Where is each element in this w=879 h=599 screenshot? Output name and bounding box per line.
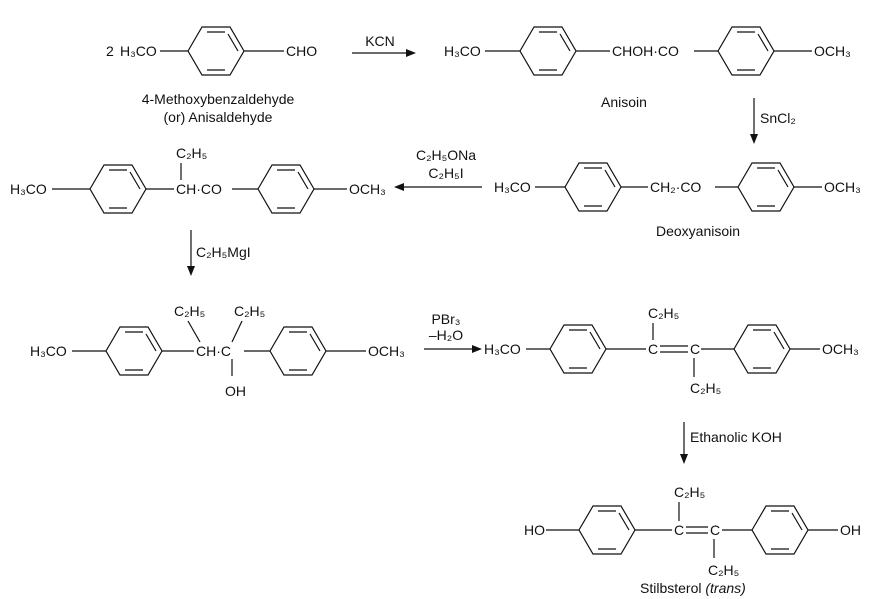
- hydroxy-left-label: HO: [524, 522, 545, 538]
- ethyl-bottom-label: C₂H₅: [690, 380, 721, 396]
- reaction-arrow-alkylation: C₂H₅ONa C₂H₅I: [394, 147, 482, 191]
- reagent-ethanolic-koh: Ethanolic KOH: [690, 429, 782, 445]
- ethyl-substituent-2-label: C₂H₅: [234, 303, 265, 319]
- carbinol-structure: H₃CO CH·C C₂H₅ C₂H₅ OH OCH₃: [30, 303, 405, 399]
- anisoin-linker-label: CHOH·CO: [612, 43, 679, 59]
- benzene-ring: [564, 162, 622, 212]
- methoxy-right-label: OCH₃: [824, 179, 861, 195]
- ethyl-bottom-label: C₂H₅: [708, 562, 739, 578]
- aldehyde-label: CHO: [286, 43, 317, 59]
- benzene-ring: [105, 326, 163, 376]
- carbinol-linker-label: CH·C: [196, 343, 231, 359]
- alkene-carbon-left: C: [648, 341, 658, 357]
- methoxy-right-label: OCH₃: [822, 341, 859, 357]
- methoxy-left-label: H₃CO: [484, 341, 521, 357]
- ethyl-ketone-structure: H₃CO CH·CO C₂H₅ OCH₃: [10, 145, 386, 214]
- reagent-minus-water: –H₂O: [429, 327, 463, 343]
- deoxyanisoin-name: Deoxyanisoin: [656, 223, 740, 239]
- ethyl-ketone-linker-label: CH·CO: [176, 181, 222, 197]
- methoxy-left-label: H₃CO: [30, 343, 67, 359]
- benzene-ring: [717, 26, 775, 76]
- benzene-ring: [578, 505, 636, 555]
- methoxy-right-label: OCH₃: [349, 181, 386, 197]
- benzene-ring: [187, 26, 245, 76]
- ethyl-top-label: C₂H₅: [674, 484, 705, 500]
- benzene-ring: [751, 505, 809, 555]
- deoxyanisoin-linker-label: CH₂·CO: [650, 179, 701, 195]
- hydroxy-right-label: OH: [840, 522, 861, 538]
- benzene-ring: [269, 326, 327, 376]
- methoxy-left-label: H₃CO: [444, 43, 481, 59]
- stilbestrol-name: Stilbsterol (trans): [640, 580, 746, 596]
- methoxy-left-label: H₃CO: [120, 43, 157, 59]
- reaction-arrow-demethylation: Ethanolic KOH: [680, 422, 782, 464]
- benzene-ring: [549, 324, 607, 374]
- reagent-grignard: C₂H₅MgI: [196, 244, 251, 260]
- reactant-name-common: (or) Anisaldehyde: [164, 109, 273, 125]
- reagent-pbr3: PBr₃: [431, 311, 460, 327]
- dimethyl-ether-structure: H₃CO C C C₂H₅ C₂H₅ OCH₃: [484, 305, 859, 396]
- anisoin-structure: H₃CO CHOH·CO OCH₃ Anisoin: [444, 26, 851, 110]
- reaction-arrow-grignard: C₂H₅MgI: [187, 230, 251, 276]
- anisoin-name: Anisoin: [601, 94, 647, 110]
- benzene-ring: [257, 164, 315, 214]
- stilbestrol-name-text: Stilbsterol: [640, 580, 701, 596]
- stilbestrol-configuration: (trans): [705, 580, 745, 596]
- deoxyanisoin-structure: H₃CO CH₂·CO OCH₃ Deoxyanisoin: [494, 162, 861, 239]
- ethyl-substituent-1-label: C₂H₅: [174, 303, 205, 319]
- reaction-arrow-sncl2: SnCl₂: [750, 98, 796, 144]
- methoxy-right-label: OCH₃: [368, 343, 405, 359]
- reagent-kcn: KCN: [365, 33, 395, 49]
- hydroxyl-label: OH: [225, 383, 246, 399]
- methoxy-left-label: H₃CO: [10, 181, 47, 197]
- ethyl-top-label: C₂H₅: [648, 305, 679, 321]
- reaction-arrow-dehydration: PBr₃ –H₂O: [424, 311, 482, 353]
- reagent-sodium-ethoxide: C₂H₅ONa: [416, 147, 476, 163]
- reaction-arrow-kcn: KCN: [352, 33, 416, 57]
- alkene-carbon-left: C: [674, 522, 684, 538]
- methoxy-right-label: OCH₃: [814, 43, 851, 59]
- ethyl-substituent-label: C₂H₅: [176, 145, 207, 161]
- benzene-ring: [737, 162, 795, 212]
- reagent-ethyl-iodide: C₂H₅I: [428, 165, 463, 181]
- reactant-name-iupac: 4-Methoxybenzaldehyde: [142, 91, 295, 107]
- anisaldehyde-structure: 2 H₃CO CHO 4-Methoxybenzaldehyde (or) An…: [106, 26, 317, 125]
- methoxy-left-label: H₃CO: [494, 179, 531, 195]
- benzene-ring: [733, 324, 791, 374]
- benzene-ring: [519, 26, 577, 76]
- benzene-ring: [89, 164, 147, 214]
- alkene-carbon-right: C: [690, 341, 700, 357]
- stilbestrol-structure: HO C C C₂H₅ C₂H₅ OH Stilbsterol (trans): [524, 484, 861, 596]
- alkene-carbon-right: C: [710, 522, 720, 538]
- reactant-coefficient: 2: [106, 43, 114, 59]
- reagent-sncl2: SnCl₂: [760, 110, 796, 126]
